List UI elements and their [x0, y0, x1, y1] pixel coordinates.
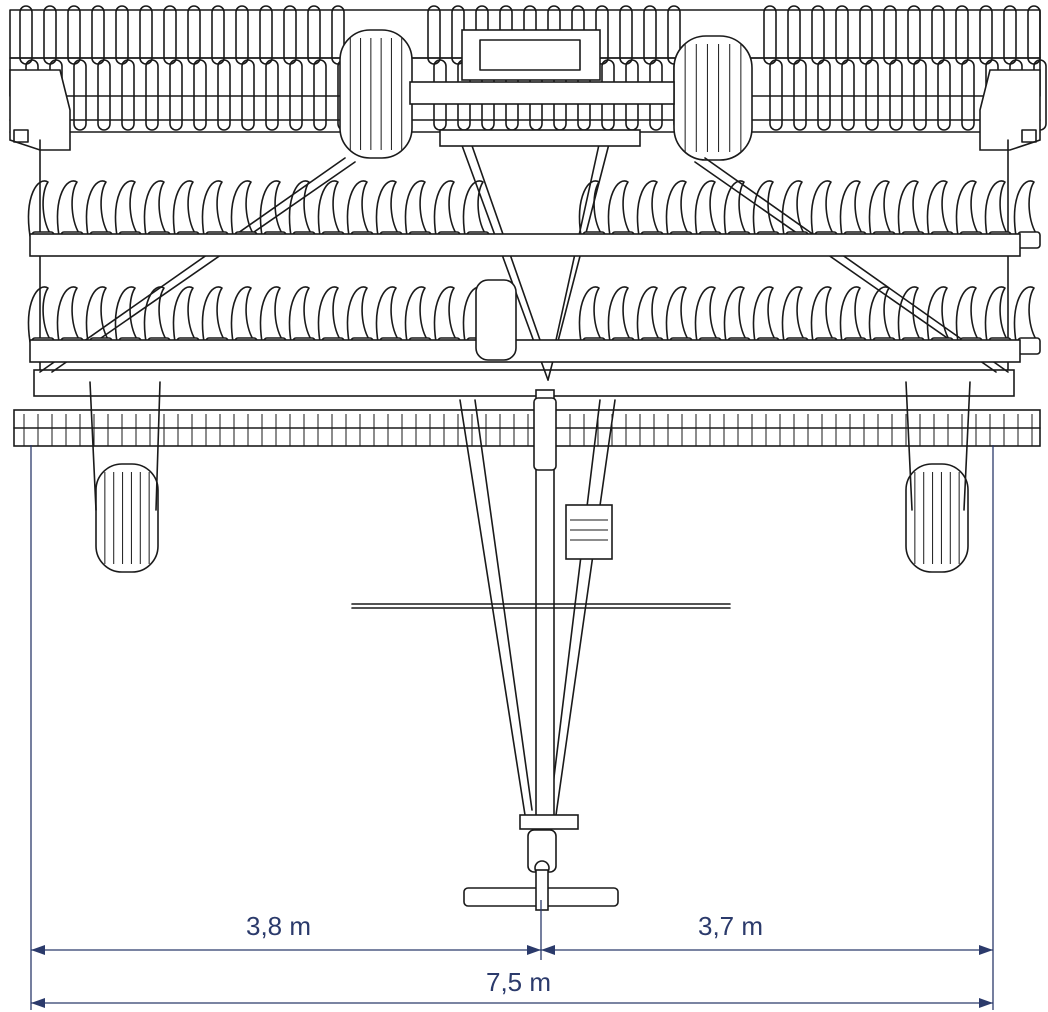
left-end-bracket [9, 69, 71, 151]
harrow-bar [13, 409, 1041, 447]
right-transport-wheel [673, 35, 753, 161]
center-axle [409, 29, 675, 105]
main-frame [33, 129, 1015, 397]
left-gauge-wheel [89, 381, 161, 573]
right-gauge-wheel [905, 381, 971, 573]
center-hydraulic-tank [475, 279, 517, 361]
dimension-right-width: 3,7 m [698, 911, 763, 941]
dimension-left-width: 3,8 m [246, 911, 311, 941]
dimension-total-width: 7,5 m [486, 967, 551, 997]
drawbar [351, 389, 731, 911]
right-end-bracket [979, 69, 1041, 151]
left-transport-wheel [339, 29, 413, 159]
dimension-lines: 3,8 m 3,7 m 7,5 m [30, 445, 994, 1010]
